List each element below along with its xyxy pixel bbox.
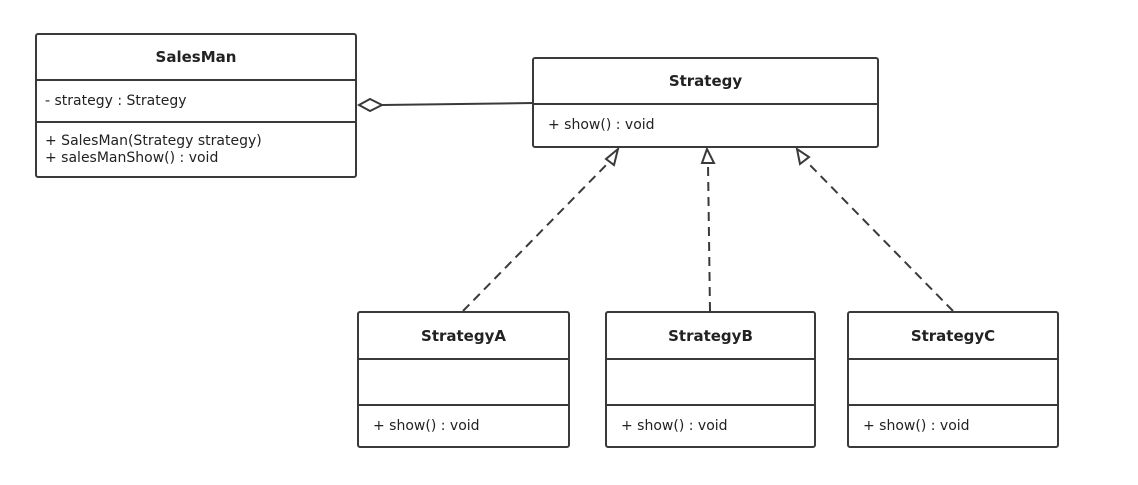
class-strategy-c-operations: + show() : void bbox=[849, 406, 1057, 446]
operation-show: + show() : void bbox=[373, 417, 480, 434]
class-strategy-c-name: StrategyC bbox=[849, 313, 1057, 360]
class-strategy-operations: + show() : void bbox=[534, 105, 877, 146]
class-strategy-b-attributes bbox=[607, 360, 814, 406]
class-strategy-b-operations: + show() : void bbox=[607, 406, 814, 446]
class-salesman-attributes: - strategy : Strategy bbox=[37, 81, 355, 123]
realization-arrowhead-b bbox=[700, 146, 716, 164]
operation-show: + show() : void bbox=[548, 117, 655, 133]
class-strategy-a-operations: + show() : void bbox=[359, 406, 568, 446]
aggregation-diamond bbox=[356, 97, 385, 113]
aggregation-connector[interactable] bbox=[356, 97, 534, 113]
class-strategy[interactable]: Strategy + show() : void bbox=[532, 57, 879, 148]
class-strategy-c-attributes bbox=[849, 360, 1057, 406]
class-strategy-c[interactable]: StrategyC + show() : void bbox=[847, 311, 1059, 448]
class-salesman[interactable]: SalesMan - strategy : Strategy + SalesMa… bbox=[35, 33, 357, 178]
class-strategy-a-name: StrategyA bbox=[359, 313, 568, 360]
class-strategy-name: Strategy bbox=[534, 59, 877, 105]
class-strategy-b[interactable]: StrategyB + show() : void bbox=[605, 311, 816, 448]
operation-salesmanshow: + salesManShow() : void bbox=[45, 149, 219, 166]
realization-arrowhead-a bbox=[604, 146, 620, 167]
class-strategy-a[interactable]: StrategyA + show() : void bbox=[357, 311, 570, 448]
class-salesman-operations: + SalesMan(Strategy strategy) + salesMan… bbox=[37, 123, 355, 176]
realization-connector-c[interactable] bbox=[795, 146, 954, 312]
operation-show: + show() : void bbox=[863, 417, 970, 434]
class-strategy-a-attributes bbox=[359, 360, 568, 406]
operation-constructor: + SalesMan(Strategy strategy) bbox=[45, 132, 262, 149]
attribute-strategy: - strategy : Strategy bbox=[45, 93, 187, 109]
realization-connector-a[interactable] bbox=[462, 146, 620, 312]
class-salesman-name: SalesMan bbox=[37, 35, 355, 81]
realization-arrowhead-c bbox=[795, 146, 811, 166]
operation-show: + show() : void bbox=[621, 417, 728, 434]
realization-connector-b[interactable] bbox=[700, 146, 716, 312]
class-strategy-b-name: StrategyB bbox=[607, 313, 814, 360]
